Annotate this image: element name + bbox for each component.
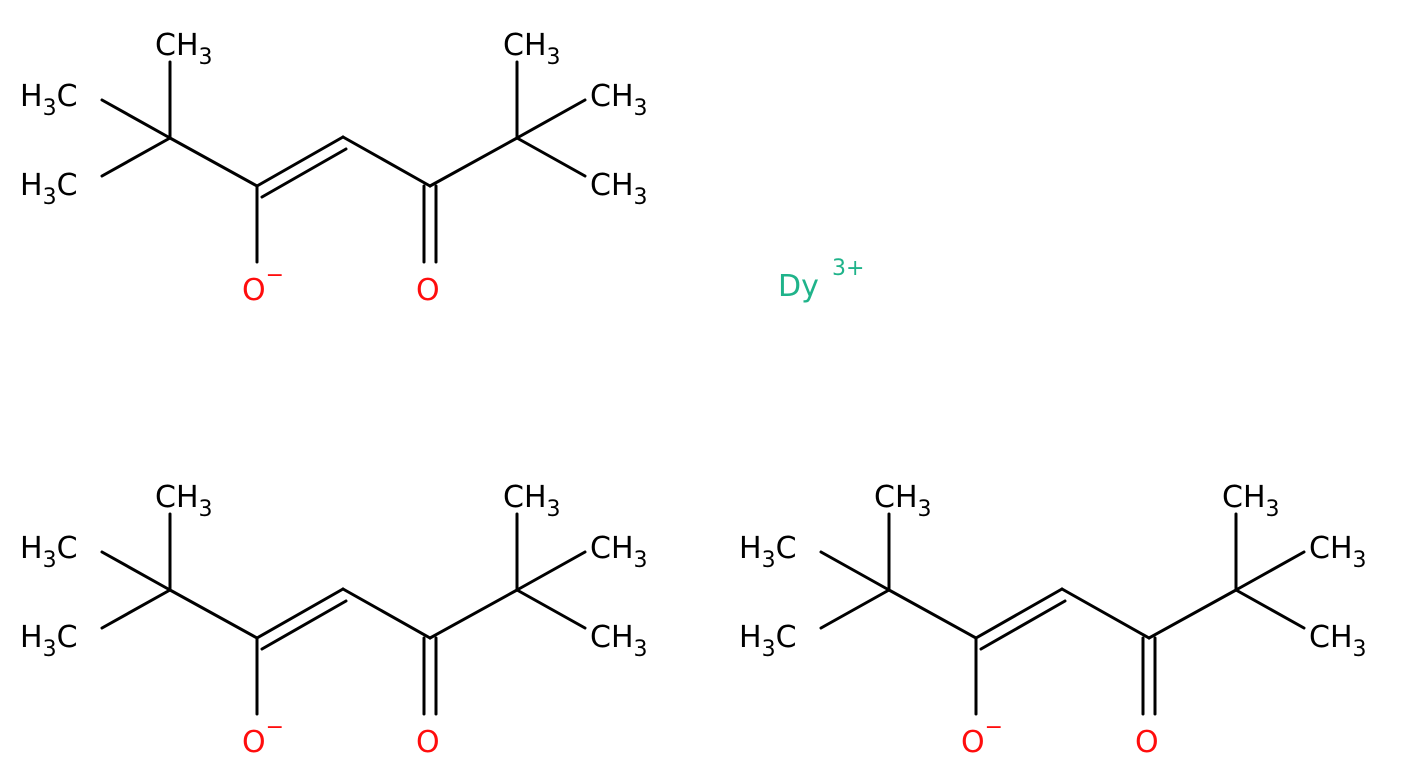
methyl-label: CH3 <box>1309 620 1367 662</box>
methyl-label: CH3 <box>874 480 932 522</box>
methyl-label: CH3 <box>1222 480 1280 522</box>
methyl-label: CH3 <box>155 28 213 70</box>
bond-tbu1-methyl-left-up <box>100 98 172 140</box>
bond-c2-c3-double <box>260 147 348 199</box>
bond-tbu2-methyl-right-up <box>1234 550 1306 592</box>
bond-tbu1-c2 <box>168 136 259 188</box>
methyl-label: CH3 <box>503 28 561 70</box>
methyl-label: CH3 <box>503 480 561 522</box>
bond-c4-tbu2 <box>428 588 519 640</box>
methyl-label: H3C <box>20 168 78 210</box>
bond-c4-tbu2 <box>428 136 519 188</box>
bond-tbu1-methyl-left-down <box>819 588 891 630</box>
bond-tbu1-methyl-left-down <box>100 136 172 178</box>
bond-tbu1-methyl-left-up <box>819 550 891 592</box>
bond-tbu2-methyl-right-down <box>515 588 587 630</box>
bond-tbu2-methyl-right-down <box>1234 588 1306 630</box>
bond-c2-c3-double <box>979 599 1067 651</box>
bond-tbu1-c2 <box>887 588 978 640</box>
keto-oxygen: O <box>416 273 440 308</box>
methyl-label: H3C <box>20 79 78 121</box>
keto-oxygen: O <box>416 725 440 760</box>
methyl-label: H3C <box>20 531 78 573</box>
bond-c3-c4 <box>1060 587 1151 640</box>
keto-oxygen: O <box>1135 725 1159 760</box>
dy-charge: 3+ <box>832 256 864 281</box>
bond-c2-c3-double <box>260 599 348 651</box>
enolate-oxygen: O− <box>242 263 284 308</box>
methyl-label: CH3 <box>590 620 648 662</box>
bond-c4-tbu2 <box>1147 588 1238 640</box>
bond-tbu2-methyl-right-up <box>515 550 587 592</box>
bond-tbu1-methyl-left-down <box>100 588 172 630</box>
methyl-label: CH3 <box>155 480 213 522</box>
bond-c3-c4 <box>341 135 432 188</box>
bond-c2-c3-single <box>255 587 345 640</box>
bond-tbu1-c2 <box>168 588 259 640</box>
methyl-label: H3C <box>739 620 797 662</box>
enolate-oxygen: O− <box>961 715 1003 760</box>
dysprosium-ion: Dy 3+ <box>778 256 864 304</box>
methyl-label: H3C <box>739 531 797 573</box>
bond-tbu1-methyl-left-up <box>100 550 172 592</box>
bond-c2-c3-single <box>974 587 1064 640</box>
methyl-label: CH3 <box>1309 531 1367 573</box>
methyl-label: CH3 <box>590 531 648 573</box>
methyl-label: CH3 <box>590 168 648 210</box>
bond-c2-c3-single <box>255 135 345 188</box>
methyl-label: CH3 <box>590 79 648 121</box>
bond-c3-c4 <box>341 587 432 640</box>
bond-tbu2-methyl-right-up <box>515 98 587 140</box>
dy-symbol: Dy <box>778 269 819 304</box>
bond-tbu2-methyl-right-down <box>515 136 587 178</box>
methyl-label: H3C <box>20 620 78 662</box>
enolate-oxygen: O− <box>242 715 284 760</box>
